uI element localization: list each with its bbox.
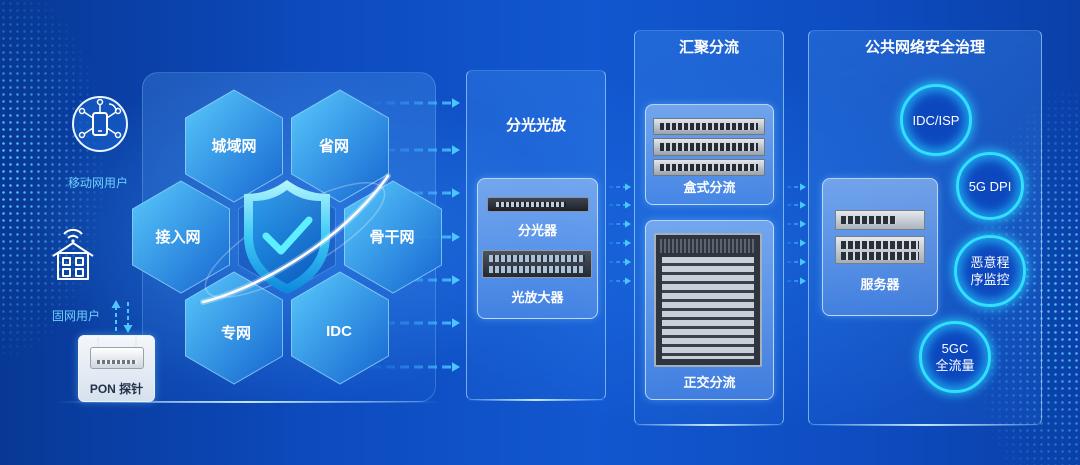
- function-ring-5gc-full-traffic: 5GC 全流量: [919, 321, 991, 393]
- optical-amplifier-device: [482, 250, 592, 278]
- flow-arrow-to-governance: [787, 201, 806, 209]
- flow-arrow-to-governance: [787, 239, 806, 247]
- floor-glow: [808, 424, 1042, 426]
- flow-arrow-to-aggregation: [609, 277, 631, 285]
- fixed-user-label: 固网用户: [51, 309, 100, 323]
- flow-arrow-to-governance: [787, 277, 806, 285]
- floor-glow: [466, 399, 606, 401]
- flow-arrow-to-governance: [787, 220, 806, 228]
- flow-arrow-to-aggregation: [609, 220, 631, 228]
- function-ring-5g-dpi: 5G DPI: [956, 152, 1024, 220]
- mobile-user-label: 移动网用户: [67, 176, 128, 190]
- box-type-label: 盒式分流: [683, 180, 736, 195]
- rack-unit: [653, 138, 765, 156]
- server-device: [835, 210, 925, 230]
- aggregation-title: 汇聚分流: [678, 39, 739, 56]
- splitting-title: 分光光放: [505, 117, 566, 134]
- rack-unit: [653, 158, 765, 176]
- flow-arrow-to-governance: [787, 183, 806, 191]
- network-cluster-panel: [142, 72, 436, 402]
- function-label: IDC/ISP: [912, 112, 960, 128]
- function-label: 5GC: [941, 341, 969, 356]
- splitter-label: 分光器: [517, 223, 557, 238]
- function-label: 5G DPI: [968, 178, 1012, 194]
- function-label: 序监控: [970, 272, 1010, 287]
- function-ring-malware-monitor: 恶意程 序监控: [954, 235, 1026, 307]
- antenna: [135, 337, 137, 348]
- home-network-icon: [52, 228, 94, 280]
- governance-title: 公共网络安全治理: [864, 39, 985, 56]
- box-type-device: [653, 118, 765, 176]
- server-label: 服务器: [860, 277, 900, 292]
- mobile-network-icon: [72, 96, 128, 152]
- flow-arrow-to-governance: [787, 258, 806, 266]
- server-device: [835, 236, 925, 264]
- flow-arrow-to-aggregation: [609, 183, 631, 191]
- rack-unit: [653, 118, 765, 136]
- amplifier-label: 光放大器: [511, 290, 564, 305]
- orthogonal-label: 正交分流: [683, 375, 736, 390]
- function-label: 恶意程: [970, 255, 1010, 270]
- function-ring-idc-isp: IDC/ISP: [900, 84, 972, 156]
- floor-glow: [634, 424, 784, 426]
- optical-splitter-device: [487, 197, 589, 212]
- orthogonal-chassis-device: [654, 233, 762, 367]
- floor-glow: [55, 401, 440, 403]
- pon-probe-device: [90, 347, 144, 369]
- flow-arrow-to-aggregation: [609, 201, 631, 209]
- function-label: 全流量: [935, 358, 975, 373]
- pon-probe-label: PON 探针: [89, 382, 144, 396]
- flow-arrow-to-aggregation: [609, 239, 631, 247]
- antenna: [97, 337, 99, 348]
- flow-arrow-to-aggregation: [609, 258, 631, 266]
